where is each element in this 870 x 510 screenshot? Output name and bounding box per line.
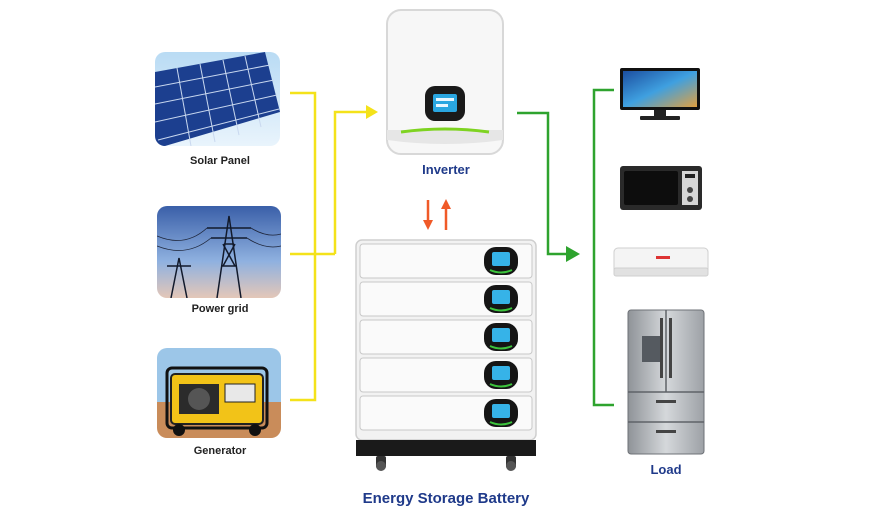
battery-module [359,357,533,393]
energy-storage-battery-image [352,232,540,472]
refrigerator-image [626,308,706,458]
solar-panel-image [155,52,280,146]
inverter-label: Inverter [422,162,470,177]
power-grid-image [157,206,281,298]
load-label: Load [650,462,682,477]
solar-panel-label: Solar Panel [190,155,250,167]
battery-module [359,281,533,317]
load-lines [517,88,614,407]
battery-module [359,319,533,355]
generator-label: Generator [193,445,247,457]
microwave-image [618,162,704,214]
tv-image [618,66,702,122]
battery-module [359,395,533,431]
air-conditioner-image [612,244,710,280]
power-grid-label: Power grid [191,303,249,315]
energy-storage-battery-label: Energy Storage Battery [362,490,530,507]
generator-image [157,348,281,438]
exchange-arrows [423,199,451,230]
source-lines [290,91,368,402]
battery-module [359,243,533,279]
inverter-image [385,8,507,158]
source-arrowhead [366,105,378,119]
load-arrowhead [566,246,580,262]
